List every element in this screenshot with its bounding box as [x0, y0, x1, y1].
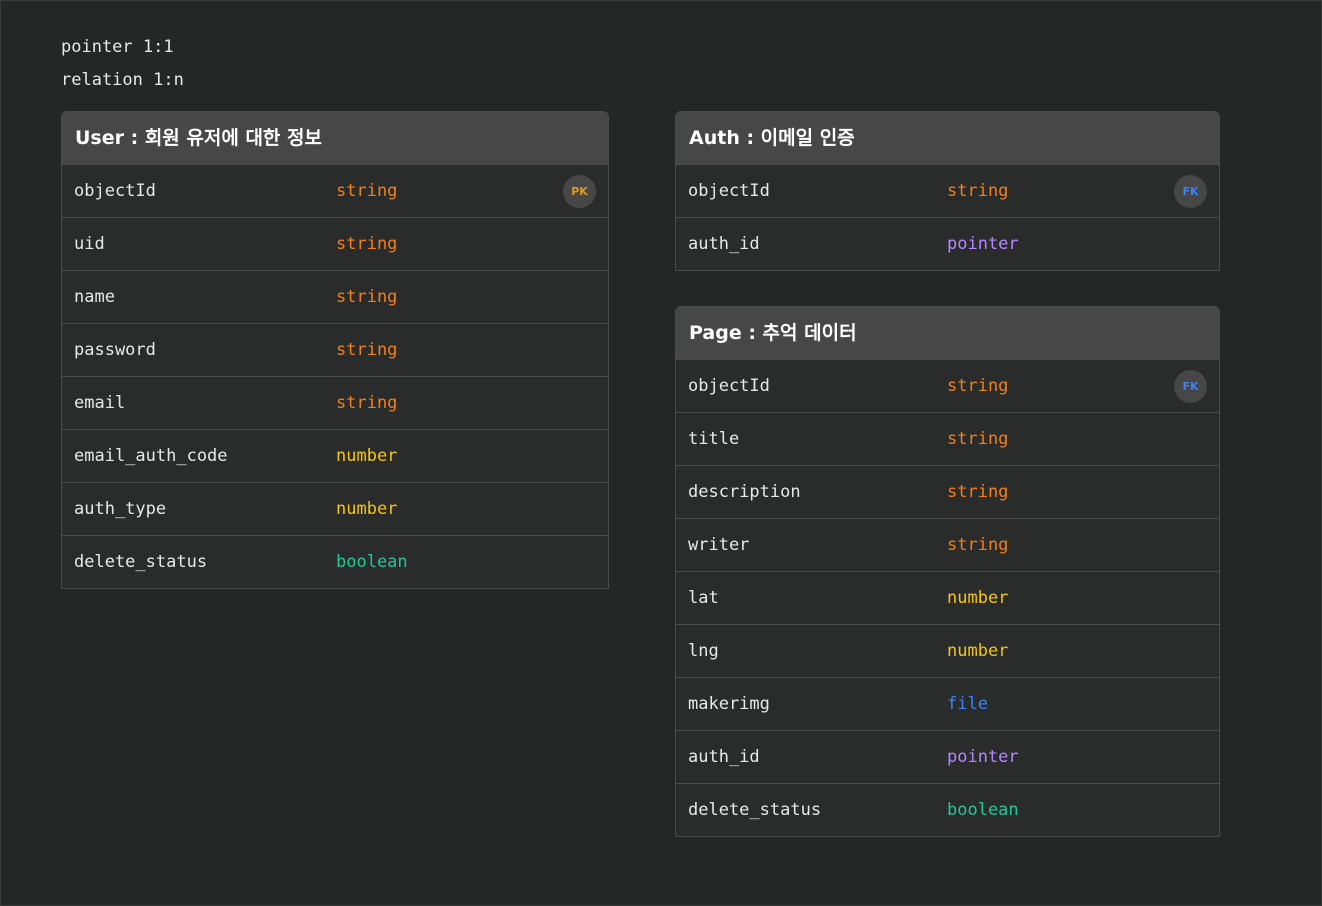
auth-table[interactable]: Auth : 이메일 인증 objectId string FK auth_id poi…	[675, 111, 1220, 271]
table-title: User : 회원 유저에 대한 정보	[62, 112, 608, 164]
field-type: number	[947, 588, 1009, 608]
field-name: uid	[74, 234, 105, 254]
table-row[interactable]: uid string	[62, 217, 608, 270]
field-name: lat	[688, 588, 719, 608]
field-type: pointer	[947, 234, 1019, 254]
field-name: delete_status	[688, 800, 822, 820]
table-row[interactable]: password string	[62, 323, 608, 376]
field-type: string	[336, 287, 398, 307]
field-name: lng	[688, 641, 719, 661]
field-name: email	[74, 393, 126, 413]
field-type: string	[336, 181, 398, 201]
field-type: pointer	[947, 747, 1019, 767]
field-name: description	[688, 482, 801, 502]
table-row[interactable]: objectId string FK	[676, 359, 1219, 412]
table-row[interactable]: auth_id pointer	[676, 217, 1219, 270]
fk-badge: FK	[1174, 370, 1207, 403]
field-type: string	[947, 181, 1009, 201]
table-row[interactable]: title string	[676, 412, 1219, 465]
fk-badge: FK	[1174, 175, 1207, 208]
field-name: makerimg	[688, 694, 770, 714]
field-name: delete_status	[74, 552, 208, 572]
user-table[interactable]: User : 회원 유저에 대한 정보 objectId string PK uid s…	[61, 111, 609, 589]
table-row[interactable]: email string	[62, 376, 608, 429]
pk-badge: PK	[563, 175, 596, 208]
field-type: file	[947, 694, 988, 714]
table-row[interactable]: auth_type number	[62, 482, 608, 535]
table-row[interactable]: description string	[676, 465, 1219, 518]
field-name: writer	[688, 535, 750, 555]
table-row[interactable]: lng number	[676, 624, 1219, 677]
table-title: Auth : 이메일 인증	[676, 112, 1219, 164]
field-type: string	[947, 376, 1009, 396]
legend-relation: relation 1:n	[61, 70, 184, 90]
legend-pointer: pointer 1:1	[61, 37, 174, 57]
table-row[interactable]: objectId string PK	[62, 164, 608, 217]
field-name: name	[74, 287, 115, 307]
field-type: string	[336, 393, 398, 413]
table-row[interactable]: delete_status boolean	[676, 783, 1219, 836]
table-row[interactable]: email_auth_code number	[62, 429, 608, 482]
field-type: boolean	[336, 552, 408, 572]
field-type: string	[947, 482, 1009, 502]
field-name: objectId	[688, 181, 770, 201]
table-row[interactable]: auth_id pointer	[676, 730, 1219, 783]
legend: pointer 1:1 relation 1:n	[61, 31, 184, 97]
field-type: number	[947, 641, 1009, 661]
table-row[interactable]: objectId string FK	[676, 164, 1219, 217]
field-name: auth_id	[688, 234, 760, 254]
field-name: title	[688, 429, 740, 449]
field-type: number	[336, 499, 398, 519]
field-name: objectId	[688, 376, 770, 396]
table-row[interactable]: delete_status boolean	[62, 535, 608, 588]
field-type: string	[336, 234, 398, 254]
field-name: password	[74, 340, 156, 360]
table-row[interactable]: makerimg file	[676, 677, 1219, 730]
table-row[interactable]: name string	[62, 270, 608, 323]
field-name: auth_id	[688, 747, 760, 767]
table-title: Page : 추억 데이터	[676, 307, 1219, 359]
field-name: email_auth_code	[74, 446, 228, 466]
table-row[interactable]: lat number	[676, 571, 1219, 624]
field-type: string	[947, 429, 1009, 449]
field-type: string	[947, 535, 1009, 555]
field-name: auth_type	[74, 499, 167, 519]
field-type: number	[336, 446, 398, 466]
table-row[interactable]: writer string	[676, 518, 1219, 571]
page-table[interactable]: Page : 추억 데이터 objectId string FK title strin…	[675, 306, 1220, 837]
field-name: objectId	[74, 181, 156, 201]
field-type: boolean	[947, 800, 1019, 820]
field-type: string	[336, 340, 398, 360]
